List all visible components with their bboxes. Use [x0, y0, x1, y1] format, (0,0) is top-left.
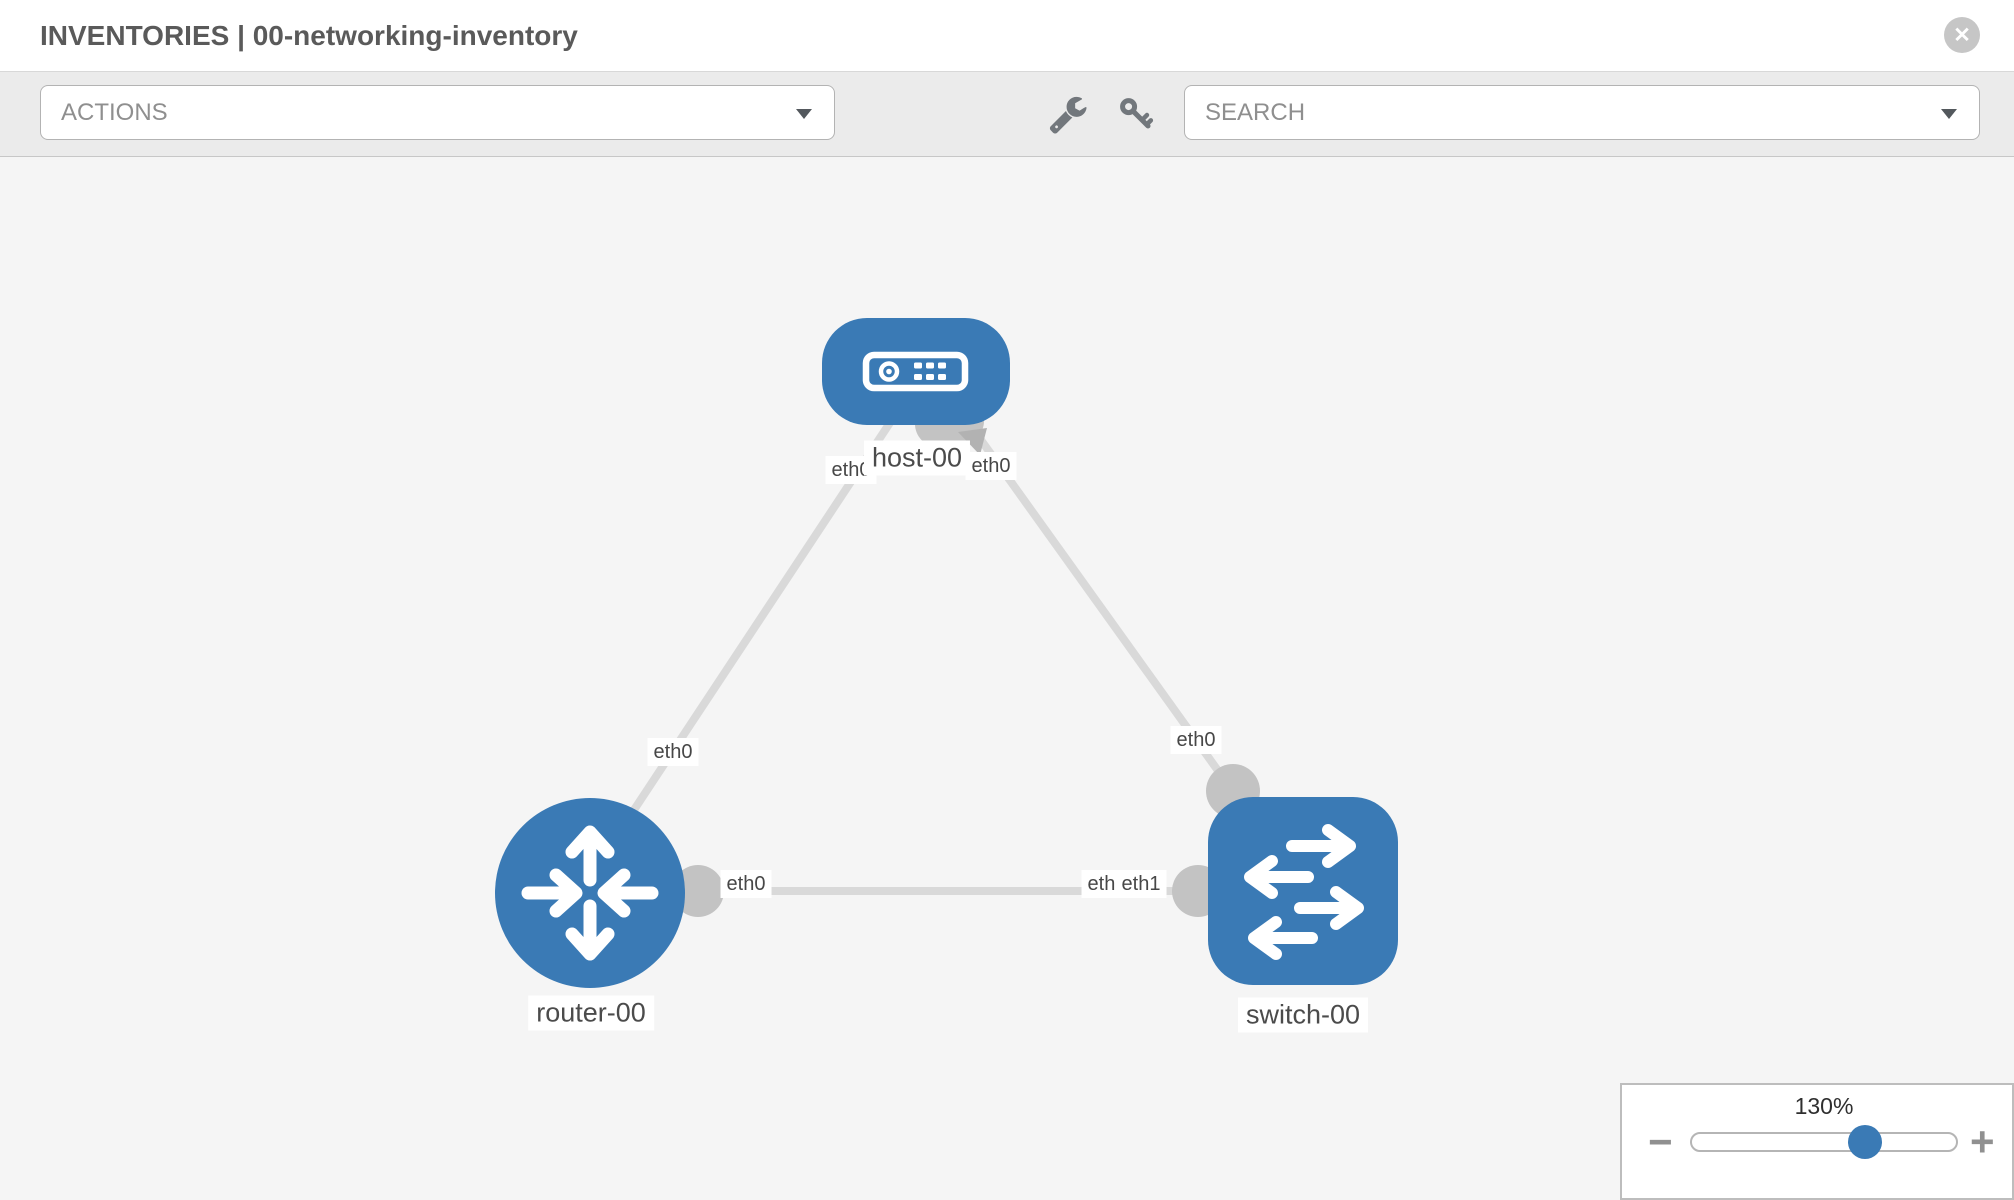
zoom-out-button[interactable]: −	[1648, 1121, 1673, 1163]
if-label-host-router-target: eth0	[647, 738, 699, 766]
page-title: INVENTORIES | 00-networking-inventory	[40, 19, 578, 51]
key-icon[interactable]	[1116, 94, 1156, 134]
if-label-router-switch-source: eth0	[720, 870, 772, 898]
zoom-in-button[interactable]: +	[1970, 1121, 1995, 1163]
host-icon	[862, 351, 969, 392]
node-label-router: router-00	[528, 995, 654, 1031]
wrench-icon[interactable]	[1048, 94, 1088, 134]
node-label-switch: switch-00	[1237, 997, 1369, 1033]
plus-icon: +	[1970, 1118, 1995, 1165]
router-icon	[521, 825, 659, 961]
search-dropdown[interactable]: SEARCH	[1184, 85, 1980, 140]
zoom-slider-thumb[interactable]	[1848, 1125, 1882, 1159]
actions-dropdown-label: ACTIONS	[61, 98, 168, 126]
node-router[interactable]	[495, 798, 685, 988]
minus-icon: −	[1648, 1118, 1673, 1165]
zoom-control-panel: 130% − +	[1620, 1083, 2014, 1200]
zoom-slider-track[interactable]	[1690, 1132, 1958, 1152]
close-button[interactable]: ✕	[1944, 17, 1980, 53]
if-label-host-switch-source: eth0	[965, 452, 1017, 480]
search-dropdown-label: SEARCH	[1205, 98, 1306, 126]
if-label-host-switch-target: eth0	[1170, 726, 1222, 754]
connector-router-eth0	[672, 865, 724, 917]
close-icon: ✕	[1953, 23, 1971, 47]
node-label-host: host-00	[863, 440, 971, 476]
if-label-router-switch-target: eth1	[1115, 870, 1167, 898]
node-switch[interactable]	[1208, 797, 1398, 985]
header-bar: INVENTORIES | 00-networking-inventory ✕	[0, 0, 2014, 72]
zoom-level-value: 130%	[1794, 1093, 1854, 1119]
node-host[interactable]	[822, 318, 1010, 425]
toolbar: ACTIONS SEARCH	[0, 72, 2014, 157]
chevron-down-icon	[796, 108, 812, 119]
link-arrowhead	[958, 428, 987, 455]
chevron-down-icon	[1941, 108, 1957, 119]
actions-dropdown[interactable]: ACTIONS	[40, 85, 835, 140]
switch-icon	[1244, 824, 1364, 960]
